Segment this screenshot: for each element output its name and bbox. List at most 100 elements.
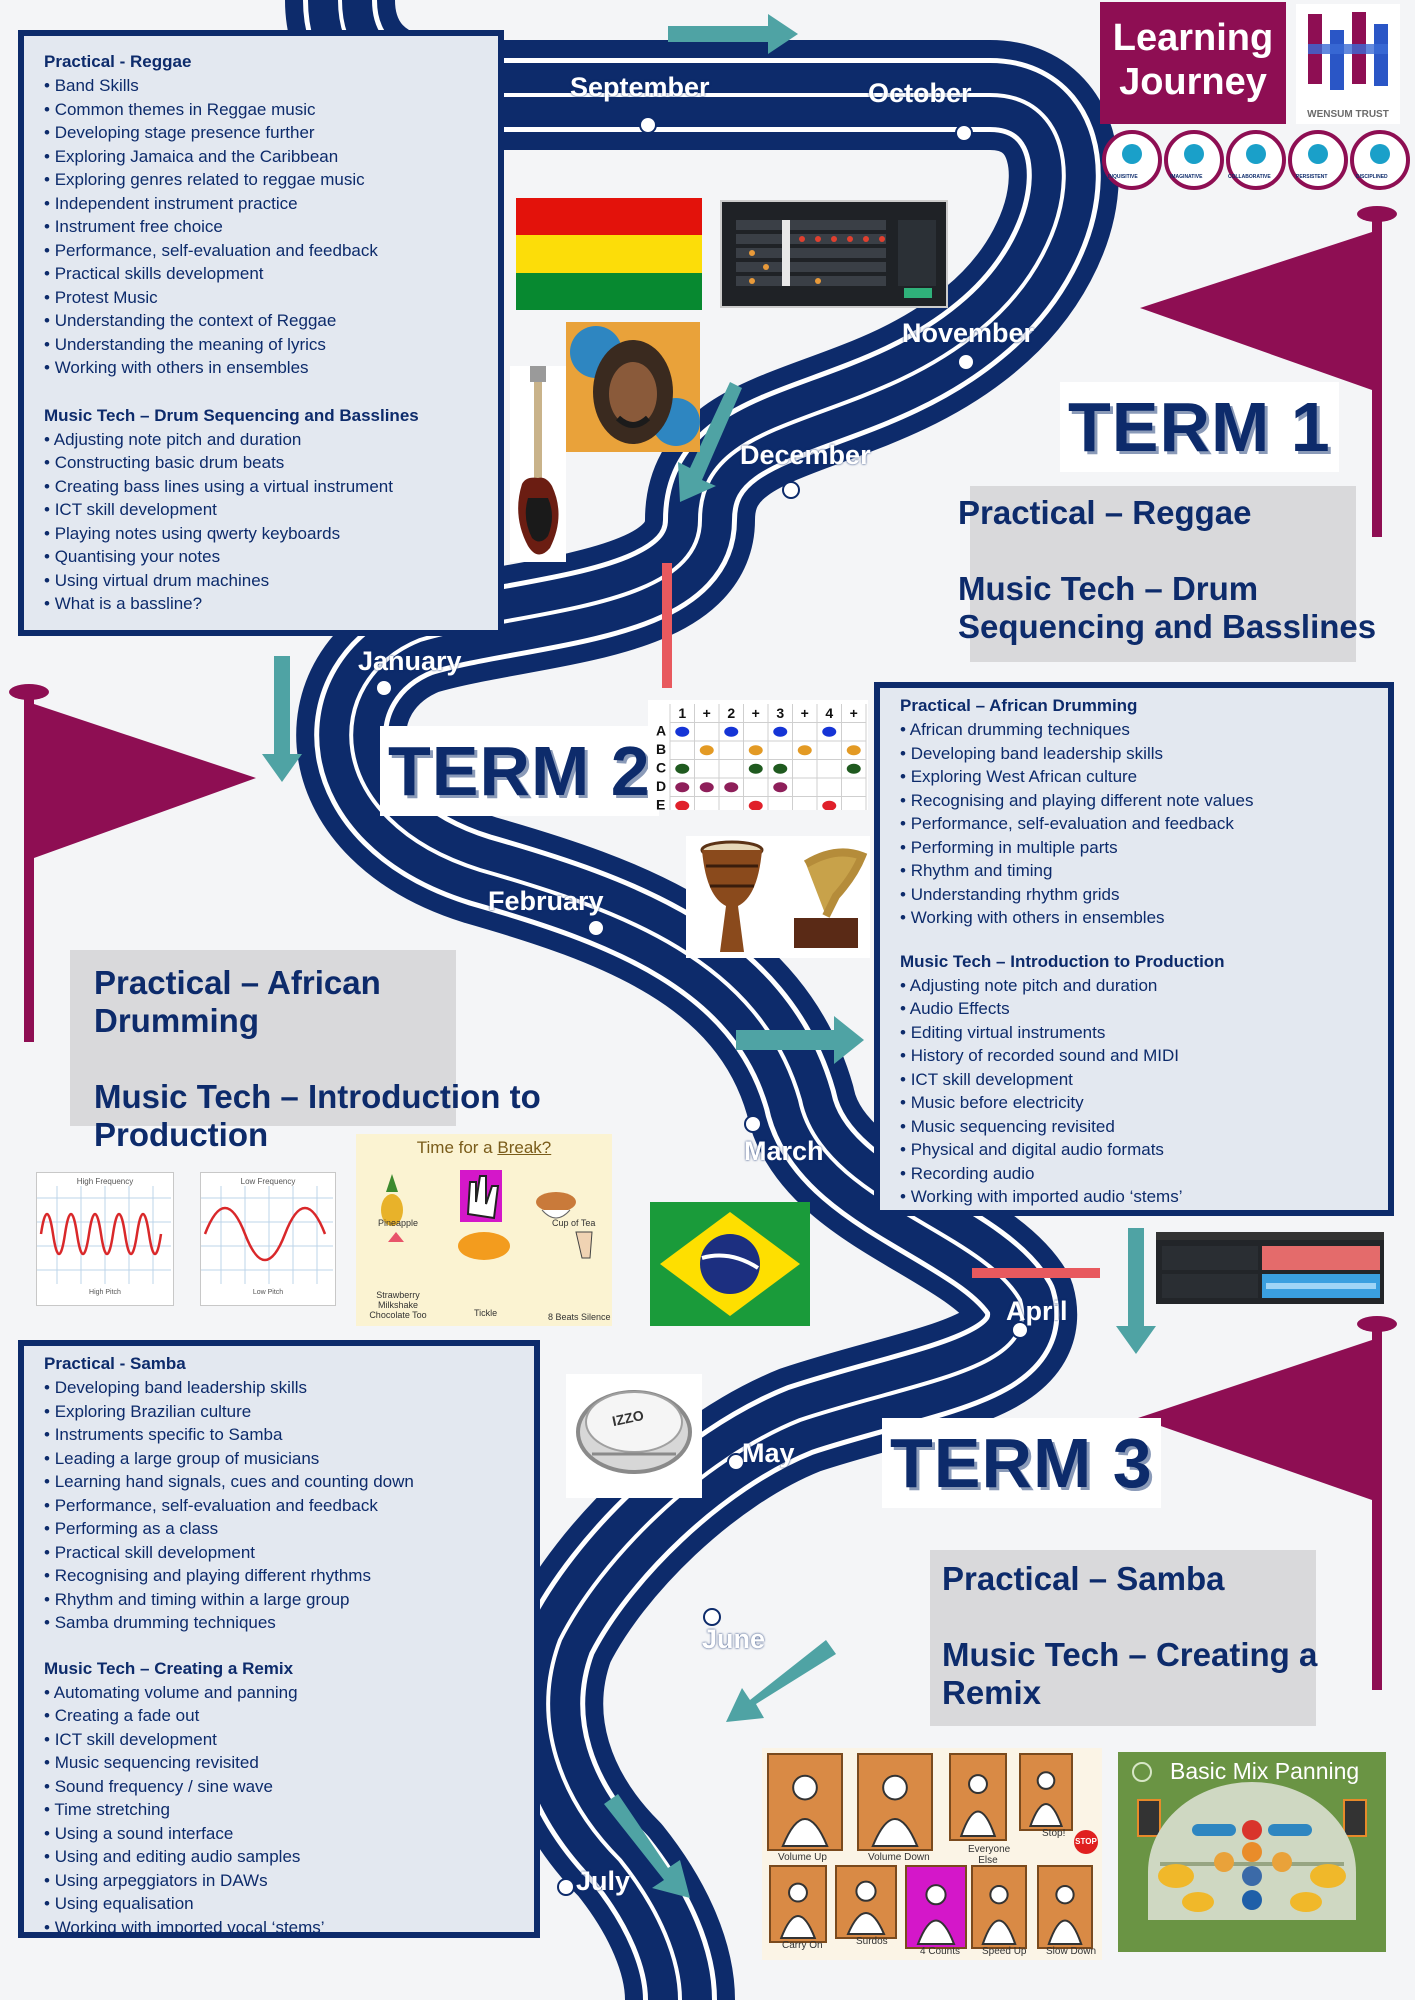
signal-figure-icon [925, 1884, 947, 1906]
list-item: Performing as a class [44, 1517, 514, 1541]
logo-line-1: Learning [1112, 17, 1274, 59]
term-divider-2 [972, 1268, 1100, 1278]
wensum-trust-logo: WENSUM TRUST [1296, 4, 1400, 124]
term2-label: TERM 2 [380, 726, 659, 816]
month-november: November [902, 318, 1035, 348]
list-item: Performing in multiple parts [900, 836, 1368, 860]
list-item: Developing band leadership skills [44, 1376, 514, 1400]
term2-summary-line3: Music Tech – Introduction to [94, 1078, 541, 1115]
list-item: Music before electricity [900, 1091, 1368, 1115]
grid-hit [846, 763, 861, 774]
signal-body-icon [871, 1818, 919, 1847]
list-item: Instruments specific to Samba [44, 1423, 514, 1447]
box2-heading-tech: Music Tech – Introduction to Production [900, 951, 1225, 971]
list-item: Using virtual drum machines [44, 569, 478, 593]
grid-hit [675, 726, 690, 737]
list-item: Working with others in ensembles [44, 356, 478, 380]
list-item: Physical and digital audio formats [900, 1138, 1368, 1162]
grid-col-label: 3 [776, 705, 784, 721]
grid-row-label: D [656, 778, 666, 794]
samba-hand-signals-chart: Volume Up Volume Down Everyone Else Stop… [762, 1748, 1102, 1960]
list-item: Instrument free choice [44, 215, 478, 239]
signal-everyone-else: Everyone Else [968, 1844, 1011, 1866]
list-item: Using arpeggiators in DAWs [44, 1869, 514, 1893]
high-freq-caption: High Pitch [89, 1289, 121, 1296]
milestone-dots [375, 116, 1029, 1896]
sine-wave-low-icon [201, 1186, 333, 1284]
signal-figure-icon [882, 1774, 908, 1801]
month-september: September [570, 72, 710, 102]
break-item-pineapple: Pineapple [378, 1218, 419, 1228]
wensum-mark-icon [1308, 12, 1388, 90]
grid-hit [748, 745, 763, 756]
list-item: Performance, self-evaluation and feedbac… [900, 812, 1368, 836]
list-item: Editing virtual instruments [900, 1021, 1368, 1045]
list-item: Protest Music [44, 286, 478, 310]
term2-summary-line2: Drumming [94, 1002, 259, 1039]
signal-figure-icon [968, 1774, 988, 1795]
hand-signals-icons [767, 1753, 1093, 1949]
list-item: Learning hand signals, cues and counting… [44, 1470, 514, 1494]
list-item: Time stretching [44, 1798, 514, 1822]
list-item: ICT skill development [44, 498, 478, 522]
list-item: Rhythm and timing within a large group [44, 1588, 514, 1612]
term3-summary-line3: Remix [942, 1674, 1042, 1711]
list-item: Band Skills [44, 74, 478, 98]
signal-body-icon [1028, 1803, 1064, 1827]
list-item: Playing notes using qwerty keyboards [44, 522, 478, 546]
month-march: March [744, 1136, 824, 1166]
list-item: Recognising and playing different rhythm… [44, 1564, 514, 1588]
month-october: October [868, 78, 972, 108]
signal-volume-down: Volume Down [868, 1852, 930, 1863]
list-item: Exploring West African culture [900, 765, 1368, 789]
break-title: Time for a Break? [356, 1138, 612, 1158]
value-persistent: PERSISTENT [1296, 174, 1328, 180]
term1-summary-text: Practical – Reggae Music Tech – Drum Seq… [958, 494, 1376, 646]
grid-hit [724, 726, 739, 737]
list-item: Audio Effects [900, 997, 1368, 1021]
road-line-inner [338, 0, 1066, 2000]
list-item: Developing band leadership skills [900, 742, 1368, 766]
grid-hit [797, 745, 812, 756]
time-for-a-break-card: Time for a Break? Pineapple Cup of Tea S… [356, 1134, 612, 1326]
break-item-tea: Cup of Tea [552, 1218, 596, 1228]
mix-title: Basic Mix Panning [1170, 1758, 1360, 1784]
box1-list-practical: Band SkillsCommon themes in Reggae music… [44, 74, 478, 380]
grid-hit [748, 800, 763, 811]
signal-volume-up: Volume Up [778, 1852, 827, 1863]
basic-mix-panning-card: Basic Mix Panning [1118, 1752, 1386, 1952]
signal-figure-icon [855, 1880, 877, 1902]
mix-panning-diagram [1132, 1762, 1367, 1920]
break-item-silence: 8 Beats Silence [548, 1312, 611, 1322]
list-item: Exploring Jamaica and the Caribbean [44, 145, 478, 169]
box3-heading-practical: Practical - Samba [44, 1354, 186, 1373]
learning-journey-logo: Learning Journey [1100, 2, 1286, 124]
list-item: Automating volume and panning [44, 1681, 514, 1705]
tambourine-icon [576, 1390, 692, 1474]
list-item: Using equalisation [44, 1892, 514, 1916]
list-item: Common themes in Reggae music [44, 98, 478, 122]
signal-carry-on: Carry On [782, 1940, 823, 1951]
high-freq-title: High Frequency [76, 1177, 134, 1186]
grid-row-label: C [656, 760, 666, 776]
sine-wave-high-icon [37, 1186, 171, 1284]
term1-summary [970, 486, 1356, 662]
direction-arrows [262, 14, 1156, 1898]
signal-4-counts: 4 Counts [920, 1946, 961, 1957]
trust-name: WENSUM TRUST [1307, 109, 1389, 120]
grid-hit [675, 782, 690, 793]
list-item: Practical skills development [44, 262, 478, 286]
brazilian-flag-image [650, 1202, 810, 1326]
month-january: January [358, 646, 462, 676]
list-item: African drumming techniques [900, 718, 1368, 742]
djembe-gramophone-image [686, 836, 870, 958]
list-item: Sound frequency / sine wave [44, 1775, 514, 1799]
grid-col-label: 4 [825, 705, 833, 721]
term1-summary-line2: Music Tech – Drum [958, 570, 1259, 607]
term1-summary-line1: Practical – Reggae [958, 494, 1252, 531]
grid-col-label: 2 [727, 705, 735, 721]
month-february: February [488, 886, 604, 916]
grid-col-label: + [850, 705, 858, 721]
break-title-a: Time for a [416, 1138, 498, 1157]
